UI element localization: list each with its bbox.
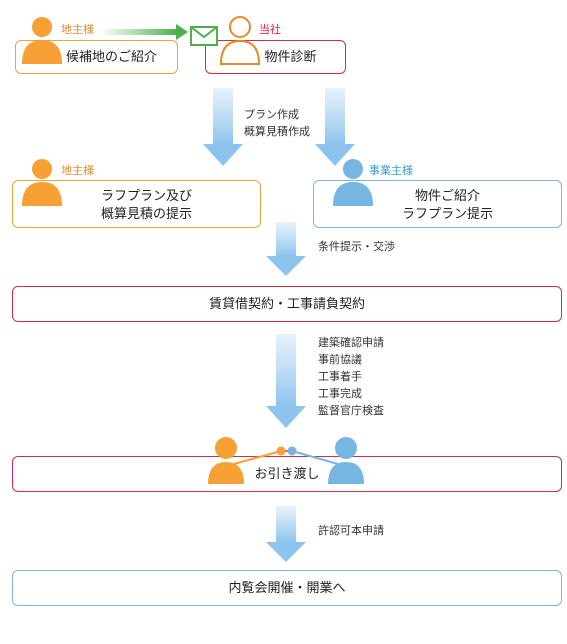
down-arrow-right (315, 88, 355, 166)
permit-note: 許認可本申請 (318, 524, 384, 537)
landowner-tag-mid: 地主様 (61, 164, 94, 177)
negotiation-note: 条件提示・交渉 (318, 240, 395, 253)
business-tag: 事業主様 (369, 164, 413, 177)
landowner-tag-top: 地主様 (61, 23, 94, 36)
step-3: 工事着手 (318, 370, 362, 383)
down-arrow-4 (266, 506, 306, 562)
handover-box: お引き渡し (12, 456, 562, 492)
candidate-label: 候補地のご紹介 (65, 50, 157, 65)
person-icon (22, 159, 62, 206)
handover-label: お引き渡し (254, 467, 320, 482)
plan-note: プラン作成 概算見積作成 (244, 106, 310, 140)
contract-label: 賃貸借契約・工事請負契約 (208, 297, 365, 312)
arrow-icon (100, 24, 188, 40)
final-box: 内覧会開催・開業へ (12, 570, 562, 606)
steps-list: 建築確認申請 事前協議 工事着手 工事完成 監督官庁検査 (318, 334, 384, 419)
down-arrow-left (203, 88, 243, 166)
person-icon (22, 17, 62, 64)
diagnosis-label: 物件診断 (264, 50, 317, 65)
company-person-icon (219, 16, 261, 65)
proposal-line-2: 概算見積の提示 (100, 207, 192, 222)
down-arrow-3 (266, 334, 306, 428)
intro-line-2: ラフプラン提示 (401, 207, 493, 222)
plan-note-line-1: プラン作成 (244, 108, 299, 121)
step-1: 建築確認申請 (318, 336, 384, 349)
step-4: 工事完成 (318, 387, 362, 400)
handshake-icon (208, 437, 364, 484)
person-icon (333, 159, 373, 206)
company-tag: 当社 (259, 23, 281, 36)
intro-line-1: 物件ご紹介 (414, 189, 480, 204)
contract-box: 賃貸借契約・工事請負契約 (12, 286, 562, 322)
plan-note-line-2: 概算見積作成 (244, 125, 310, 138)
step-5: 監督官庁検査 (318, 404, 384, 417)
down-arrow-2 (266, 222, 306, 276)
step-2: 事前協議 (318, 353, 362, 366)
mail-icon (190, 26, 218, 46)
final-label: 内覧会開催・開業へ (228, 581, 346, 596)
proposal-line-1: ラフプラン及び (100, 189, 192, 204)
